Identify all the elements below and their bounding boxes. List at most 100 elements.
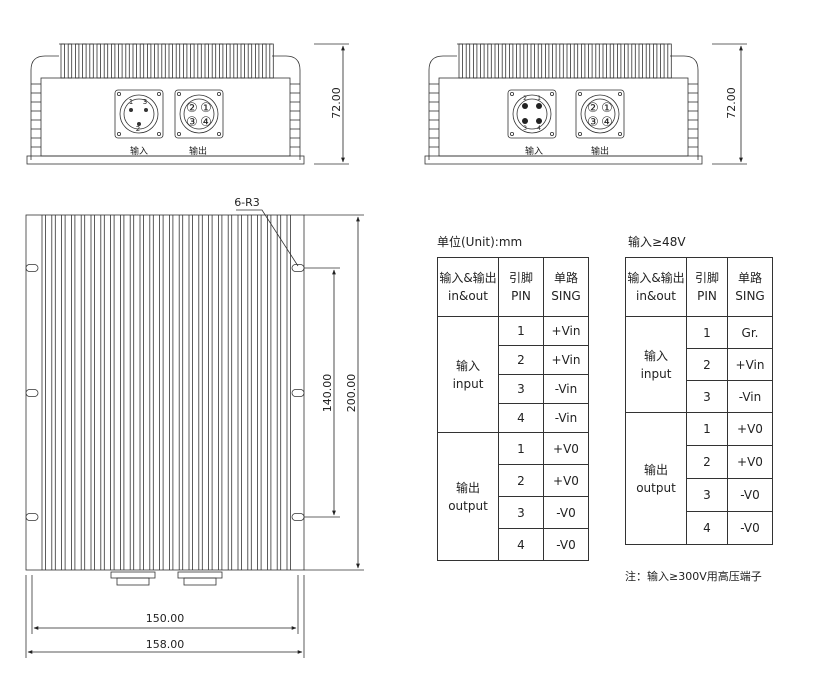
- output-connector-screw: [216, 131, 221, 136]
- outline-left: [428, 55, 457, 160]
- fin: [197, 43, 202, 79]
- fin: [552, 43, 557, 79]
- input-connector-flange: [114, 89, 164, 139]
- fin: [472, 43, 478, 79]
- dim-hole-width: 150.00: [146, 612, 185, 625]
- signal-cell: -V0: [727, 511, 773, 545]
- table-header-cell: 输入&输出 in&out: [437, 257, 499, 317]
- fin: [75, 43, 80, 79]
- fin: [653, 43, 658, 79]
- signal-cell: +Vin: [727, 348, 773, 381]
- housing-face: [438, 77, 689, 157]
- front-view-right-input-label: 输入: [525, 145, 543, 157]
- fin: [516, 43, 521, 79]
- front-view-left: [26, 43, 349, 165]
- housing-face: [40, 77, 291, 157]
- signal-cell: Gr.: [727, 316, 773, 349]
- fin: [581, 43, 586, 79]
- outline-left: [30, 55, 59, 160]
- fin: [190, 43, 195, 79]
- input-connector-insert: [123, 98, 155, 130]
- fin: [573, 43, 579, 79]
- fv2-output-pin-2: ②: [587, 101, 599, 116]
- fin: [667, 43, 672, 79]
- fin: [168, 43, 173, 79]
- output-connector-screw: [578, 131, 583, 136]
- hole-leader: [236, 209, 299, 267]
- input-connector-screw: [117, 92, 122, 97]
- pin-cell: 3: [498, 374, 544, 404]
- fv2-output-pin-4: ④: [601, 115, 613, 130]
- output-connector-flange: [575, 89, 625, 139]
- outline-right: [272, 55, 301, 160]
- table-row: 3-Vin: [438, 374, 589, 404]
- signal-cell: +V0: [543, 464, 589, 497]
- fin: [211, 43, 217, 79]
- pin-cell: 4: [686, 511, 728, 545]
- connector-stub: [183, 577, 217, 586]
- pin-cell: 1: [686, 412, 728, 446]
- output-connector-insert: [183, 98, 215, 130]
- fin: [247, 43, 253, 79]
- pin-cell: 1: [498, 432, 544, 465]
- front-view-right-output-label: 输出: [591, 145, 609, 157]
- fv2-input-pin-3: 3: [523, 125, 527, 132]
- fin: [595, 43, 600, 79]
- fin: [617, 43, 622, 79]
- fin: [132, 43, 137, 79]
- top-view: [25, 209, 364, 658]
- fin: [226, 43, 231, 79]
- table-header-cell: 引脚 PIN: [498, 257, 544, 317]
- fin: [60, 43, 65, 79]
- fin: [645, 43, 651, 79]
- output-connector-screw: [618, 92, 623, 97]
- hole-label: 6-R3: [234, 196, 260, 209]
- table-header-cell: 单路 SING: [543, 257, 589, 317]
- front-view-right-height-dim: 72.00: [725, 87, 738, 119]
- output-connector-screw: [176, 92, 181, 97]
- pin-dot: [522, 103, 528, 109]
- signal-cell: -V0: [543, 496, 589, 529]
- connector-stub: [110, 571, 156, 579]
- fv2-input-pin-4: 4: [537, 125, 541, 132]
- fin: [139, 43, 145, 79]
- fin: [254, 43, 260, 79]
- front-view-left-height-dim: 72.00: [330, 87, 343, 119]
- fin: [523, 43, 528, 79]
- pin-cell: 4: [498, 528, 544, 561]
- output-connector-shell: [179, 94, 219, 134]
- fin: [602, 43, 607, 79]
- pin-dot: [129, 108, 133, 112]
- signal-cell: -V0: [727, 478, 773, 512]
- pin-cell: 2: [686, 445, 728, 479]
- table-header-cell: 输入&输出 in&out: [625, 257, 687, 317]
- fin: [458, 43, 463, 79]
- fv2-output-pin-1: ①: [601, 101, 613, 116]
- table-row: 4-V0: [438, 528, 589, 561]
- fin: [508, 43, 514, 79]
- fin: [559, 43, 564, 79]
- fin: [96, 43, 101, 79]
- pin-cell: 3: [686, 380, 728, 413]
- pin-dot: [536, 118, 542, 124]
- pin-dot: [137, 122, 141, 126]
- input-connector-screw: [509, 92, 514, 97]
- fin: [269, 43, 274, 79]
- fin: [175, 43, 181, 79]
- table2-note: 注：输入≥300V用高压端子: [625, 570, 762, 583]
- base-plate: [26, 155, 305, 165]
- output-connector-screw: [216, 92, 221, 97]
- signal-cell: -Vin: [543, 403, 589, 433]
- output-connector-screw: [176, 131, 181, 136]
- table-row: 4-V0: [626, 511, 773, 545]
- fin: [530, 43, 535, 79]
- body-outline: [25, 214, 305, 571]
- group-label-cell: 输出 output: [437, 432, 499, 561]
- table-row: 2+V0: [438, 464, 589, 497]
- fin: [262, 43, 267, 79]
